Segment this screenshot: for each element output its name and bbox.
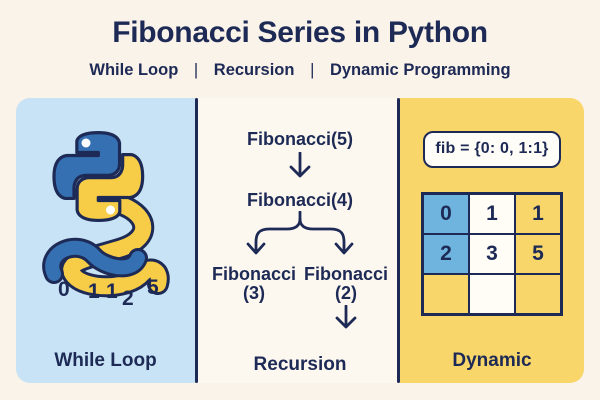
memo-dict-code: fib = {0: 0, 1:1} xyxy=(423,131,561,168)
recursion-root-node: Fibonacci(5) xyxy=(246,129,353,149)
recursion-left-child-node: Fibonacci (3) xyxy=(201,265,307,303)
python-snake-logo-illustration xyxy=(42,131,170,298)
snake-wave-blue xyxy=(45,240,145,281)
recursion-level2-node: Fibonacci(4) xyxy=(246,190,353,210)
right-child-arg: (2) xyxy=(335,283,357,303)
recursion-right-child-node: Fibonacci (2) xyxy=(293,265,399,303)
dp-table-cell: 1 xyxy=(515,194,561,234)
subtitle-item-while-loop: While Loop xyxy=(89,61,179,79)
sequence-number: 0 xyxy=(58,278,70,301)
dp-table-cell xyxy=(469,274,515,314)
dp-table: 0 1 1 2 3 5 xyxy=(421,192,563,316)
dp-table-cell: 3 xyxy=(469,234,515,274)
sequence-number: 5 xyxy=(147,276,159,299)
subtitle-item-recursion: Recursion xyxy=(213,61,295,79)
right-child-name: Fibonacci xyxy=(303,264,388,284)
dp-table-cell: 5 xyxy=(515,234,561,274)
python-logo-blue-piece xyxy=(52,131,122,201)
python-logo-glyph xyxy=(52,131,145,223)
page-title: Fibonacci Series in Python xyxy=(112,16,488,49)
down-arrow-icon xyxy=(289,152,311,178)
right-divider-line xyxy=(397,98,400,383)
dp-table-cell xyxy=(515,274,561,314)
sequence-number: 1 xyxy=(88,280,100,303)
while-loop-panel: 0 1 1 2 5 While Loop xyxy=(16,98,195,383)
dp-table-cell xyxy=(423,274,469,314)
recursion-panel-background xyxy=(198,98,397,383)
subtitle: While Loop | Recursion | Dynamic Program… xyxy=(0,61,600,80)
recursion-label: Recursion xyxy=(253,354,347,375)
blue-snake-eye xyxy=(81,138,91,148)
while-loop-label: While Loop xyxy=(54,350,157,371)
down-arrow-icon xyxy=(335,305,357,329)
split-arrows-icon xyxy=(246,211,354,255)
left-child-arg: (3) xyxy=(243,283,265,303)
subtitle-separator: | xyxy=(310,61,315,79)
subtitle-item-dynamic-programming: Dynamic Programming xyxy=(329,61,511,79)
dynamic-panel: fib = {0: 0, 1:1} 0 1 1 2 3 5 Dynamic xyxy=(400,98,584,383)
dp-table-cell: 1 xyxy=(469,194,515,234)
dp-table-cell: 0 xyxy=(423,194,469,234)
sequence-number: 2 xyxy=(122,287,134,310)
yellow-snake-eye xyxy=(106,205,115,215)
left-child-name: Fibonacci xyxy=(211,264,296,284)
snake-body-yellow xyxy=(63,198,167,295)
dynamic-label: Dynamic xyxy=(452,350,532,371)
dp-table-cell: 2 xyxy=(423,234,469,274)
sequence-number: 1 xyxy=(106,280,118,303)
subtitle-separator: | xyxy=(193,61,199,79)
python-logo-yellow-piece xyxy=(75,153,145,223)
left-divider-line xyxy=(195,98,198,383)
